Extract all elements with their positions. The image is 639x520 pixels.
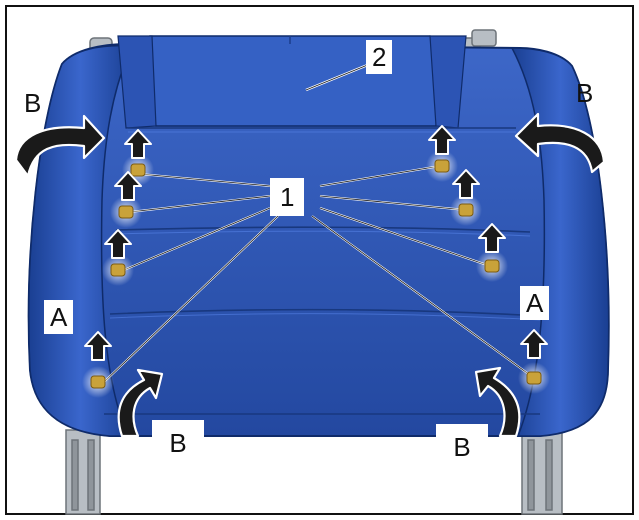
curved-arrow-icon [514, 112, 606, 174]
clip-icon [110, 263, 126, 277]
label-2: 2 [366, 40, 393, 74]
up-arrow-icon [104, 229, 132, 259]
clip-icon-group [82, 150, 550, 398]
up-arrow-icon [428, 125, 456, 155]
diagram-frame [5, 5, 634, 515]
clip-icon [458, 203, 474, 217]
clip-icon [434, 159, 450, 173]
up-arrow-icon [114, 171, 142, 201]
clip-icon [90, 375, 106, 389]
label-a-right: A [520, 286, 550, 320]
leader-lines-1-dark [103, 165, 535, 383]
up-arrow-icon [478, 223, 506, 253]
label-1: 1 [270, 178, 305, 216]
clip-icon [526, 371, 542, 385]
label-b-bottom-left: B [152, 420, 204, 466]
clip-icon [130, 163, 146, 177]
seat-rail-right [521, 429, 563, 515]
label-b-top-left: B [24, 88, 42, 118]
clip-icon [484, 259, 500, 273]
up-arrow-icon [84, 331, 112, 361]
cushion-highlights [109, 131, 541, 321]
rear-cushion [148, 35, 440, 127]
up-arrow-icon [452, 169, 480, 199]
label-b-bottom-right: B [436, 424, 488, 470]
label-b-top-right: B [576, 78, 594, 108]
cushion-seams [104, 127, 541, 415]
clip-icon [118, 205, 134, 219]
seat-rail-left [65, 429, 101, 515]
up-arrow-icon [520, 329, 548, 359]
up-arrow-icon [124, 129, 152, 159]
curved-arrow-icon [14, 114, 106, 178]
up-arrow-icon-group [84, 125, 548, 361]
curved-arrow-icon [117, 368, 164, 438]
curved-arrow-icon [474, 366, 521, 438]
label-a-left: A [44, 300, 74, 334]
